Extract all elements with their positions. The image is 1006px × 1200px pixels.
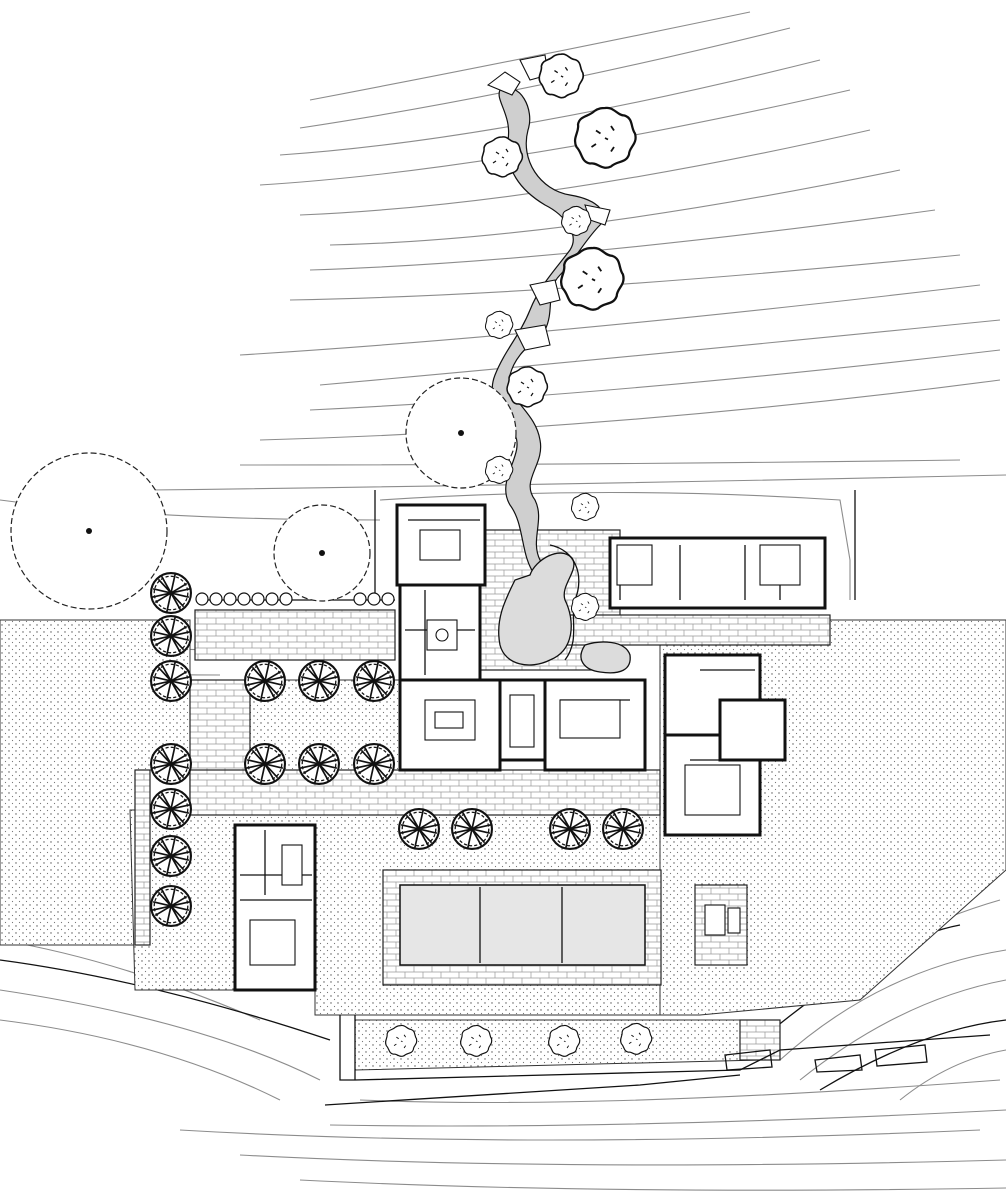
hedge-balls	[195, 592, 395, 606]
contour-lines	[0, 11, 1006, 1191]
interior-furniture	[249, 529, 801, 966]
large-trees	[10, 377, 517, 610]
swimming-pool	[399, 884, 646, 966]
